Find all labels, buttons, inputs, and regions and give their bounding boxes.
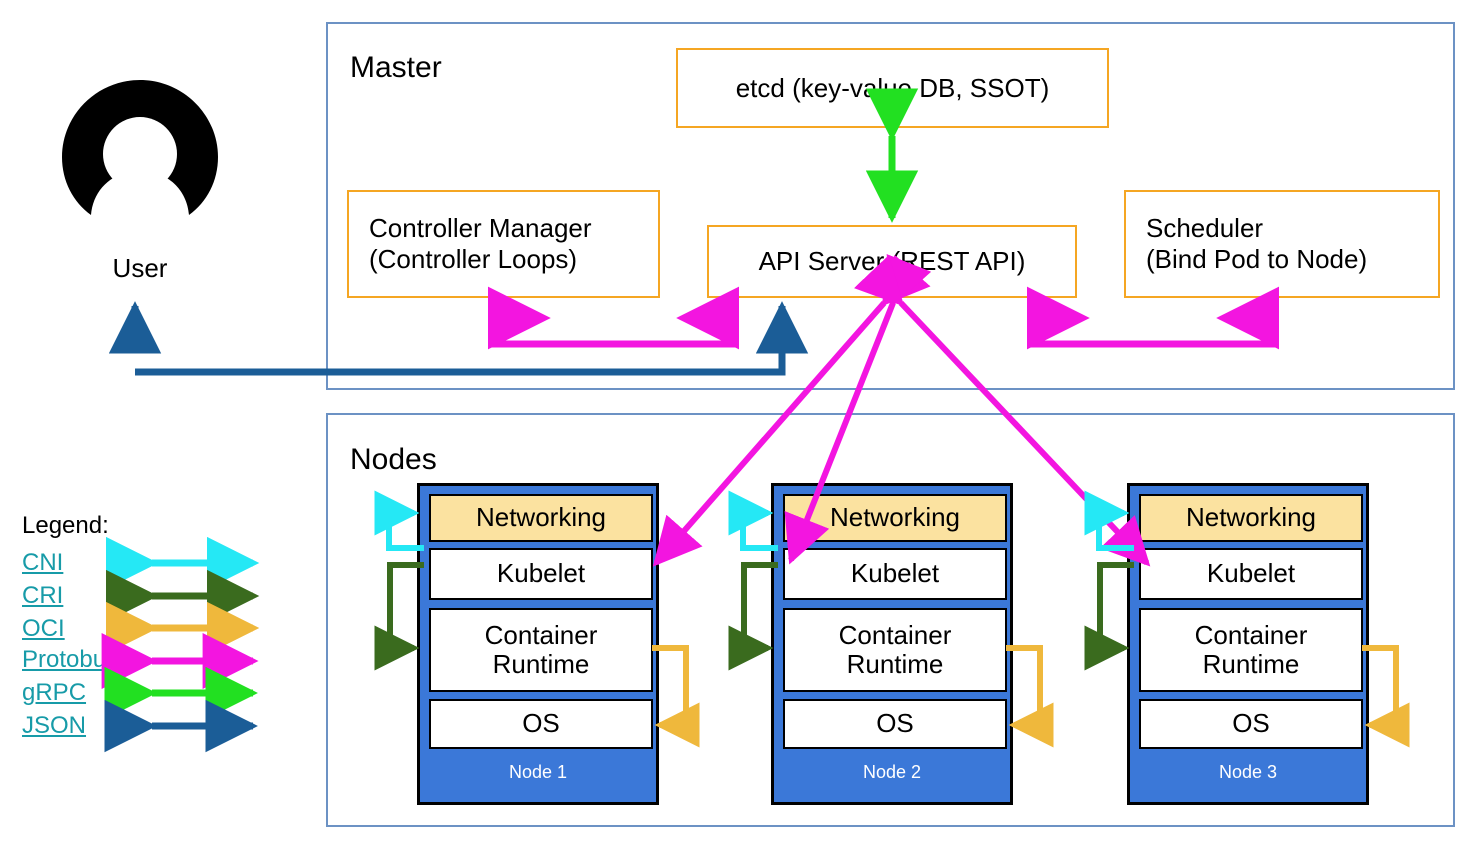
node-2-kubelet[interactable]: Kubelet xyxy=(783,548,1007,600)
master-title: Master xyxy=(350,51,442,84)
legend-item-json[interactable]: JSON xyxy=(22,712,87,739)
user-avatar-icon xyxy=(62,80,218,215)
controller-manager-label-line2: (Controller Loops) xyxy=(369,244,578,274)
node-1-networking-label: Networking xyxy=(475,502,607,533)
node-3-kubelet-label: Kubelet xyxy=(1206,558,1296,589)
node-2-container-runtime-label-line1: Container xyxy=(838,619,952,650)
user-label: User xyxy=(112,253,168,283)
node-1-kubelet[interactable]: Kubelet xyxy=(429,548,653,600)
node-3-container-runtime-label-line2: Runtime xyxy=(1202,649,1300,679)
node-1-name: Node 1 xyxy=(508,762,568,782)
node-3-container-runtime-label-line1: Container xyxy=(1194,619,1308,650)
api-server-box[interactable]: API Server (REST API) xyxy=(707,225,1077,298)
legend-item-cni[interactable]: CNI xyxy=(22,549,64,576)
node-3-os[interactable]: OS xyxy=(1139,699,1363,749)
node-1-kubelet-label: Kubelet xyxy=(496,558,586,589)
node-3-os-label: OS xyxy=(1232,708,1270,739)
node-3-networking-label: Networking xyxy=(1185,502,1317,533)
node-2-os-label: OS xyxy=(876,708,914,739)
node-1-container-runtime[interactable]: Container Runtime xyxy=(429,608,653,692)
node-2-networking-label: Networking xyxy=(829,502,961,533)
controller-manager-label-line1: Controller Manager xyxy=(369,213,592,244)
legend-item-oci[interactable]: OCI xyxy=(22,615,65,642)
legend-title: Legend: xyxy=(22,512,109,539)
etcd-label: etcd (key-value DB, SSOT) xyxy=(735,72,1050,103)
etcd-box[interactable]: etcd (key-value DB, SSOT) xyxy=(676,48,1109,128)
legend-item-grpc[interactable]: gRPC xyxy=(22,679,87,706)
legend-item-cri[interactable]: CRI xyxy=(22,582,64,609)
node-2-os[interactable]: OS xyxy=(783,699,1007,749)
node-3-container-runtime[interactable]: Container Runtime xyxy=(1139,608,1363,692)
node-2-networking[interactable]: Networking xyxy=(783,494,1007,542)
legend-item-protobuf[interactable]: Protobuf xyxy=(22,646,113,673)
node-3-name: Node 3 xyxy=(1218,762,1278,782)
controller-manager-box[interactable]: Controller Manager (Controller Loops) xyxy=(347,190,660,298)
node-1-container-runtime-label-line1: Container xyxy=(484,619,598,650)
node-1-os[interactable]: OS xyxy=(429,699,653,749)
scheduler-label-line1: Scheduler xyxy=(1146,213,1264,244)
nodes-title: Nodes xyxy=(350,443,437,476)
api-server-label: API Server (REST API) xyxy=(758,246,1026,277)
node-2-kubelet-label: Kubelet xyxy=(850,558,940,589)
node-3-kubelet[interactable]: Kubelet xyxy=(1139,548,1363,600)
node-2-name: Node 2 xyxy=(862,762,922,782)
scheduler-label-line2: (Bind Pod to Node) xyxy=(1146,244,1368,274)
scheduler-box[interactable]: Scheduler (Bind Pod to Node) xyxy=(1124,190,1440,298)
node-1-container-runtime-label-line2: Runtime xyxy=(492,649,590,679)
node-2-container-runtime-label-line2: Runtime xyxy=(846,649,944,679)
node-1-os-label: OS xyxy=(522,708,560,739)
node-1-networking[interactable]: Networking xyxy=(429,494,653,542)
node-2[interactable]: Networking Kubelet Container Runtime OS … xyxy=(771,483,1013,805)
node-3[interactable]: Networking Kubelet Container Runtime OS … xyxy=(1127,483,1369,805)
node-3-networking[interactable]: Networking xyxy=(1139,494,1363,542)
node-2-container-runtime[interactable]: Container Runtime xyxy=(783,608,1007,692)
node-1[interactable]: Networking Kubelet Container Runtime OS … xyxy=(417,483,659,805)
